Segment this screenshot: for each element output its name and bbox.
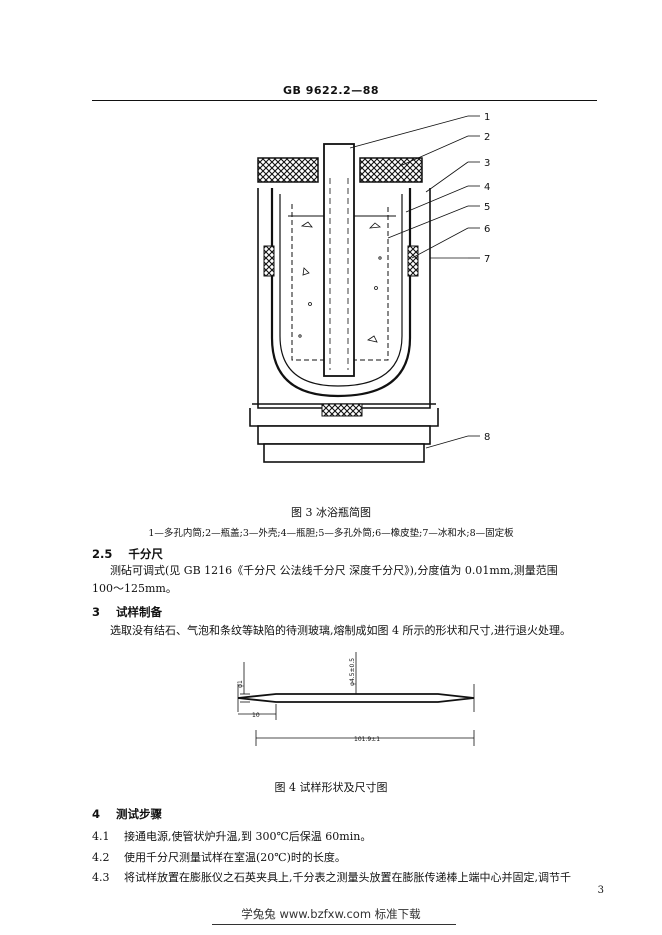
callout-1: 1 [484, 112, 490, 123]
step-number: 4.1 [92, 830, 110, 843]
step-number: 4.2 [92, 851, 110, 864]
step-text: 接通电源,使管状炉升温,到 300℃后保温 60min。 [124, 830, 372, 843]
step-row: 4.1 接通电源,使管状炉升温,到 300℃后保温 60min。 [92, 828, 371, 844]
section-title: 试样制备 [116, 605, 163, 619]
step-row: 4.3 将试样放置在膨胀仪之石英夹具上,千分表之测量头放置在膨胀传递棒上端中心并固… [92, 869, 571, 885]
dim-taper-label: 10 [252, 712, 260, 719]
section-2-5-heading: 2.5 千分尺 [92, 546, 163, 562]
standard-code-header: GB 9622.2—88 [283, 84, 379, 97]
callout-5: 5 [484, 202, 490, 213]
section-3-body: 选取没有结石、气泡和条纹等缺陷的待测玻璃,熔制成如图 4 所示的形状和尺寸,进行… [110, 624, 571, 637]
section-number: 3 [92, 605, 101, 619]
step-text: 使用千分尺测量试样在室温(20℃)时的长度。 [124, 851, 346, 864]
section-2-5-body-line1: 测砧可调式(见 GB 1216《千分尺 公法线千分尺 深度千分尺》),分度值为 … [110, 564, 558, 577]
callout-6: 6 [484, 224, 490, 235]
dim-length-label: 101.9±1 [354, 736, 380, 743]
figure-4-caption: 图 4 试样形状及尺寸图 [274, 781, 388, 794]
callout-2: 2 [484, 132, 490, 143]
section-4-heading: 4 测试步骤 [92, 806, 162, 822]
section-title: 测试步骤 [116, 807, 163, 821]
section-number: 2.5 [92, 547, 113, 561]
callout-4: 4 [484, 182, 490, 193]
dim-end-label: φ4.5±0.5 [349, 658, 356, 686]
section-number: 4 [92, 807, 101, 821]
section-title: 千分尺 [128, 547, 163, 561]
footer-rule [212, 924, 456, 925]
step-number: 4.3 [92, 871, 110, 884]
dim-diameter-label: φ1 [237, 680, 244, 688]
figure-3-caption: 图 3 冰浴瓶简图 [291, 506, 371, 519]
callout-7: 7 [484, 254, 490, 265]
callout-3: 3 [484, 158, 490, 169]
callout-8: 8 [484, 432, 490, 443]
figure-3-ice-bath-drawing: 1 2 3 4 5 6 7 8 [249, 112, 490, 463]
figure-4-specimen-drawing: φ1 φ4.5±0.5 10 101.9±1 [237, 652, 475, 746]
header-rule [92, 100, 597, 101]
section-3-heading: 3 试样制备 [92, 604, 162, 620]
step-text: 将试样放置在膨胀仪之石英夹具上,千分表之测量头放置在膨胀传递棒上端中心并固定,调… [124, 871, 571, 884]
figure-3-legend: 1—多孔内筒;2—瓶盖;3—外壳;4—瓶胆;5—多孔外筒;6—橡皮垫;7—冰和水… [148, 528, 514, 539]
section-2-5-body-line2: 100～125mm。 [92, 582, 177, 595]
site-footer: 学兔兔 www.bzfxw.com 标准下载 [241, 907, 421, 921]
page-number: 3 [597, 885, 604, 896]
step-row: 4.2 使用千分尺测量试样在室温(20℃)时的长度。 [92, 849, 346, 865]
